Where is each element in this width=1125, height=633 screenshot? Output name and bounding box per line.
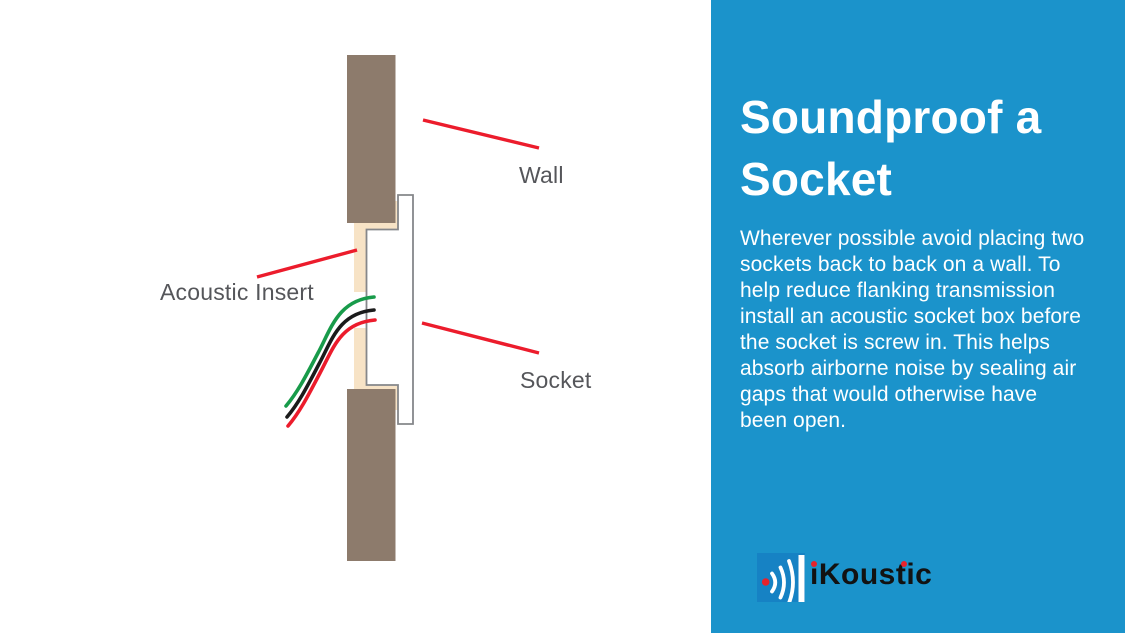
socket-diagram: Wall Acoustic Insert Socket	[160, 55, 592, 561]
red-wire	[286, 318, 377, 428]
logo-wave-source-dot	[761, 578, 770, 586]
leader-lines	[256, 118, 540, 355]
green-wire	[284, 295, 376, 408]
socket-label: Socket	[520, 367, 592, 393]
insert-back-lower	[354, 328, 367, 389]
socket-box-shape	[365, 194, 414, 425]
socket-diagram-canvas: Wall Acoustic Insert Socket	[160, 55, 592, 561]
logo-text: iKoustic	[810, 558, 933, 591]
wires	[284, 295, 377, 428]
logo-i-dot	[901, 561, 907, 567]
wall-upper-shape	[347, 55, 396, 223]
insert-bottom-arm	[354, 385, 400, 392]
wall-leader-line	[422, 118, 540, 150]
insert-back-upper	[354, 229, 367, 292]
black-wire	[285, 308, 376, 419]
logo-text-wrap: iKoustic	[810, 560, 932, 590]
logo-wall-bar	[798, 555, 805, 602]
description-text: Wherever possible avoid placing two sock…	[740, 227, 1085, 432]
logo-wave-arcs	[770, 559, 795, 602]
logo-i-dot	[811, 561, 817, 567]
page-title: Soundproof a Socket	[740, 91, 1042, 205]
socket-leader-line	[421, 321, 540, 355]
wall-label: Wall	[519, 162, 564, 188]
info-panel: Soundproof a Socket Wherever possible av…	[711, 0, 1125, 633]
acoustic-insert-leader-line	[256, 248, 358, 279]
ikoustic-logo: iKoustic	[757, 553, 932, 602]
sound-waves-icon	[757, 553, 805, 602]
wall-lower-shape	[347, 389, 396, 561]
acoustic-insert-label: Acoustic Insert	[160, 279, 314, 305]
